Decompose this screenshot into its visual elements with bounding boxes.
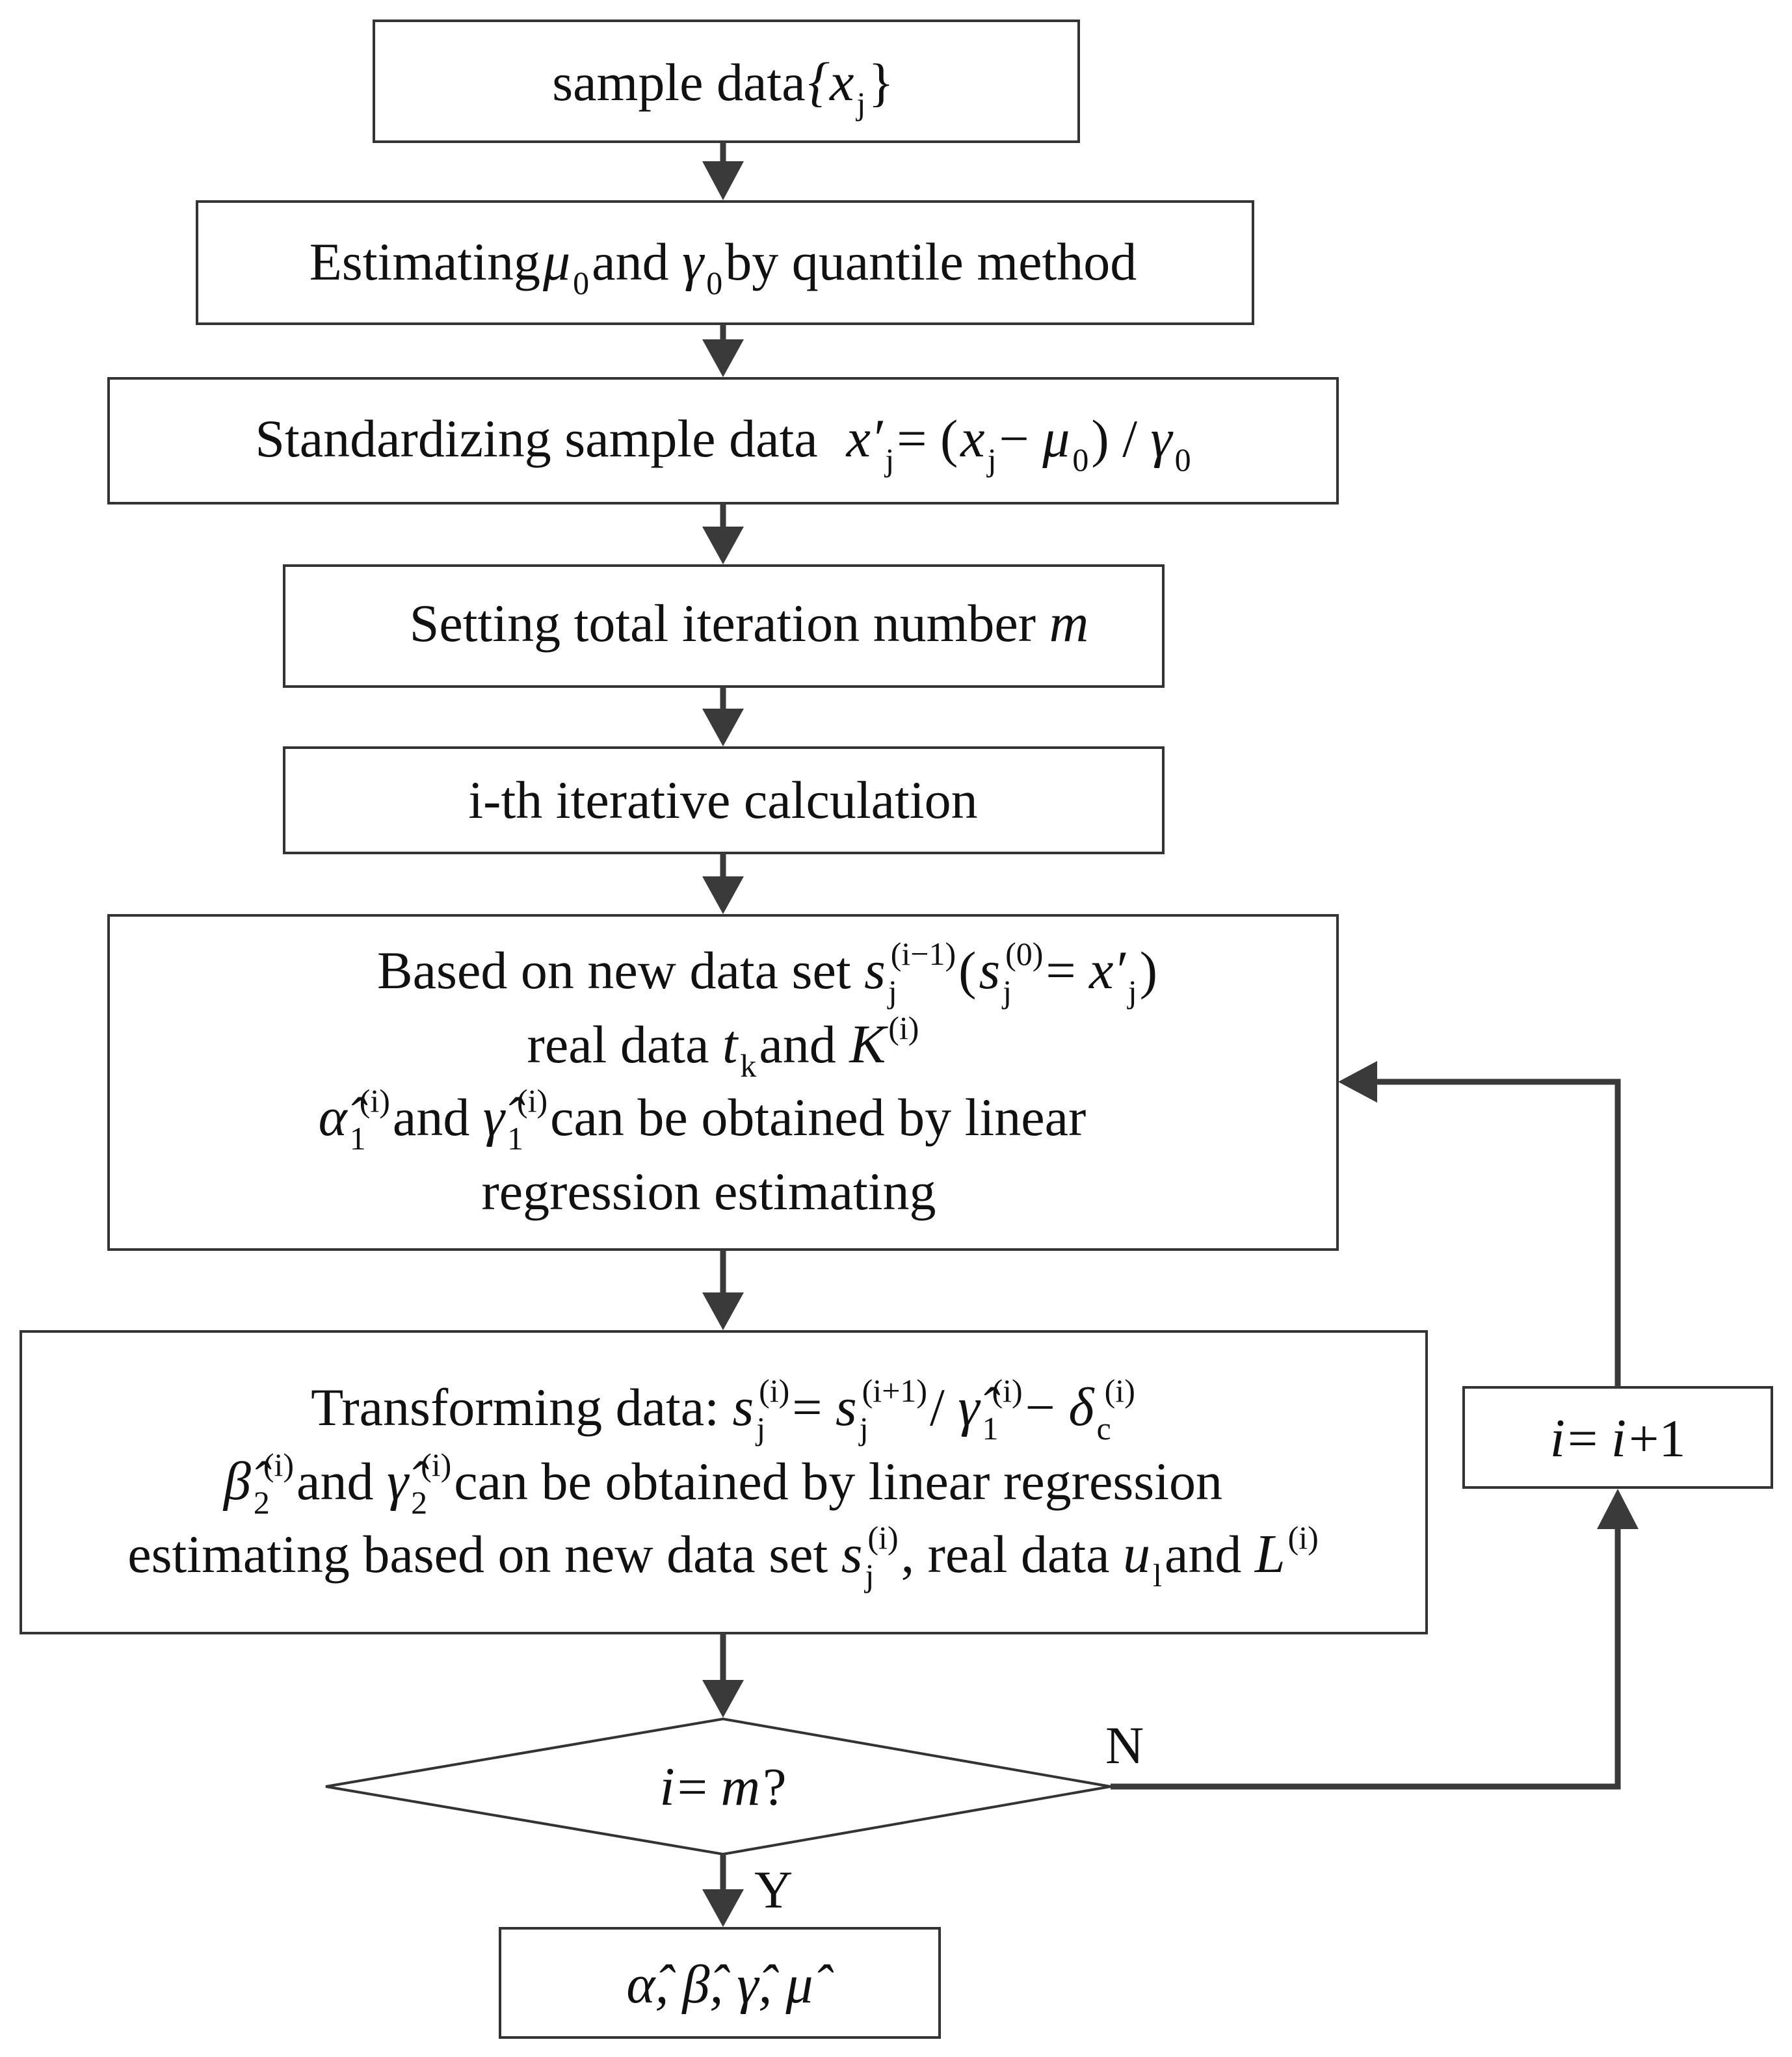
setting-iteration-box — [283, 564, 1165, 688]
based-on-data-box — [107, 914, 1339, 1251]
arrow-sample-to-estimating — [702, 142, 744, 200]
standardizing-box — [107, 377, 1339, 504]
estimating-text: Estimating μ 0 and γ 0 by quantile metho… — [310, 231, 1137, 301]
iterative-calculation-box — [283, 746, 1165, 854]
based-line-4: regression estimating — [481, 1162, 936, 1221]
sample-data-text: sample data {x j } — [552, 52, 893, 122]
arrow-increment-to-based — [1338, 1061, 1621, 1387]
arrow-estimating-to-standardizing — [702, 324, 744, 377]
arrow-standardizing-to-setting — [702, 503, 744, 564]
result-box — [499, 1927, 941, 2039]
arrow-setting-to-iterative — [702, 687, 744, 746]
setting-iteration-text: Setting total iteration number m — [410, 593, 1088, 653]
transform-line-2: β̂ 2 (i) and γ̂ 2 (i) can be obtained by… — [222, 1447, 1222, 1521]
estimating-box — [196, 200, 1254, 325]
arrow-based-to-transforming — [702, 1250, 744, 1330]
based-line-1: Based on new data set s j (i−1) ( s j (0… — [377, 936, 1157, 1010]
arrow-decision-to-result — [702, 1854, 744, 1927]
arrow-iterative-to-based — [702, 853, 744, 914]
iterative-calculation-text: i-th iterative calculation — [468, 770, 977, 830]
arrow-decision-no-to-increment — [1111, 1489, 1639, 1790]
result-text: α̂, β̂, γ̂, μ̂ — [626, 1954, 834, 2015]
based-line-2: real data t k and K (i) — [527, 1010, 919, 1084]
transform-line-1: Transforming data: s j (i) = s j (i+1) /… — [311, 1372, 1135, 1447]
no-label: N — [1105, 1716, 1144, 1775]
increment-box — [1462, 1386, 1773, 1489]
decision-text: i = m ? — [659, 1757, 786, 1817]
based-line-3: α̂ 1 (i) and γ̂ 1 (i) can be obtained by… — [319, 1082, 1087, 1157]
transforming-data-box — [20, 1330, 1428, 1634]
yes-label: Y — [754, 1860, 793, 1919]
increment-text: i = i +1 — [1550, 1408, 1686, 1469]
sample-data-box — [373, 20, 1080, 143]
standardizing-text: Standardizing sample data x′ j = ( x j −… — [255, 408, 1191, 478]
arrow-transforming-to-decision — [702, 1633, 744, 1718]
transform-line-3: estimating based on new data set s j (i)… — [127, 1519, 1319, 1593]
